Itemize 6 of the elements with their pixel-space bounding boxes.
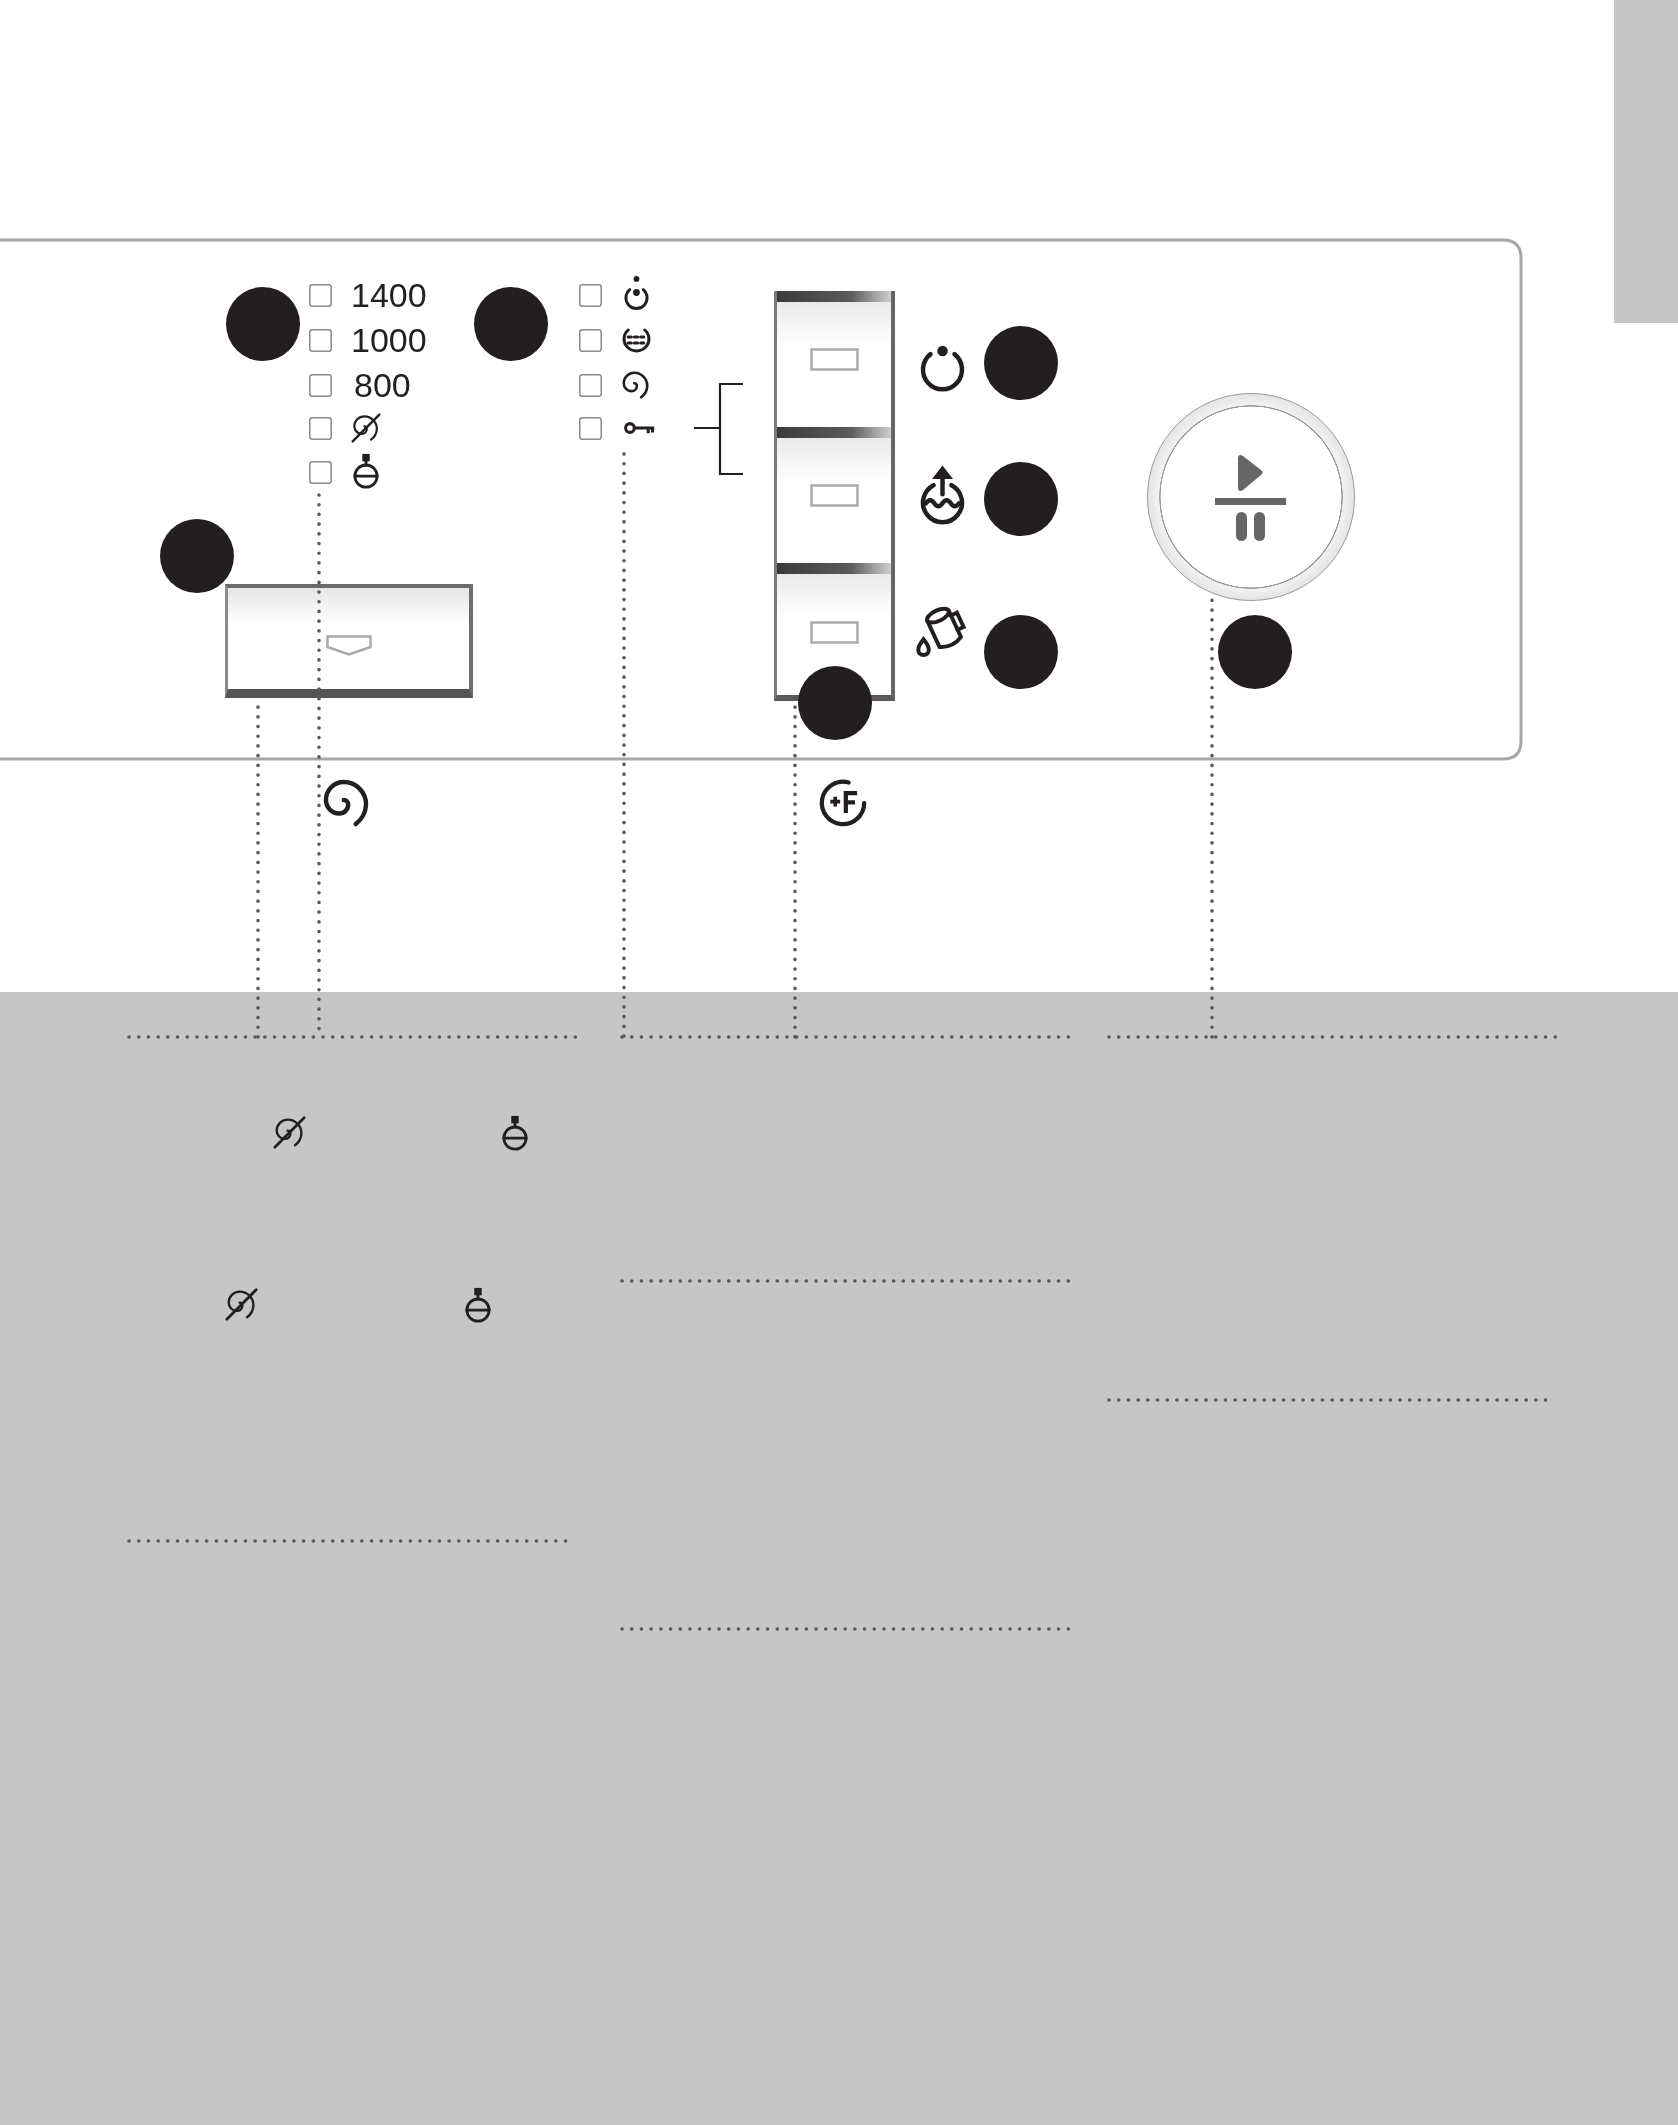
- spin-speed-label: 1000: [351, 320, 427, 360]
- spin-button: [225, 584, 473, 698]
- option-button: [774, 291, 895, 427]
- spin-speed-label: 800: [354, 365, 411, 405]
- option-button: [774, 427, 895, 563]
- spin-speed-label: 1400: [351, 275, 427, 315]
